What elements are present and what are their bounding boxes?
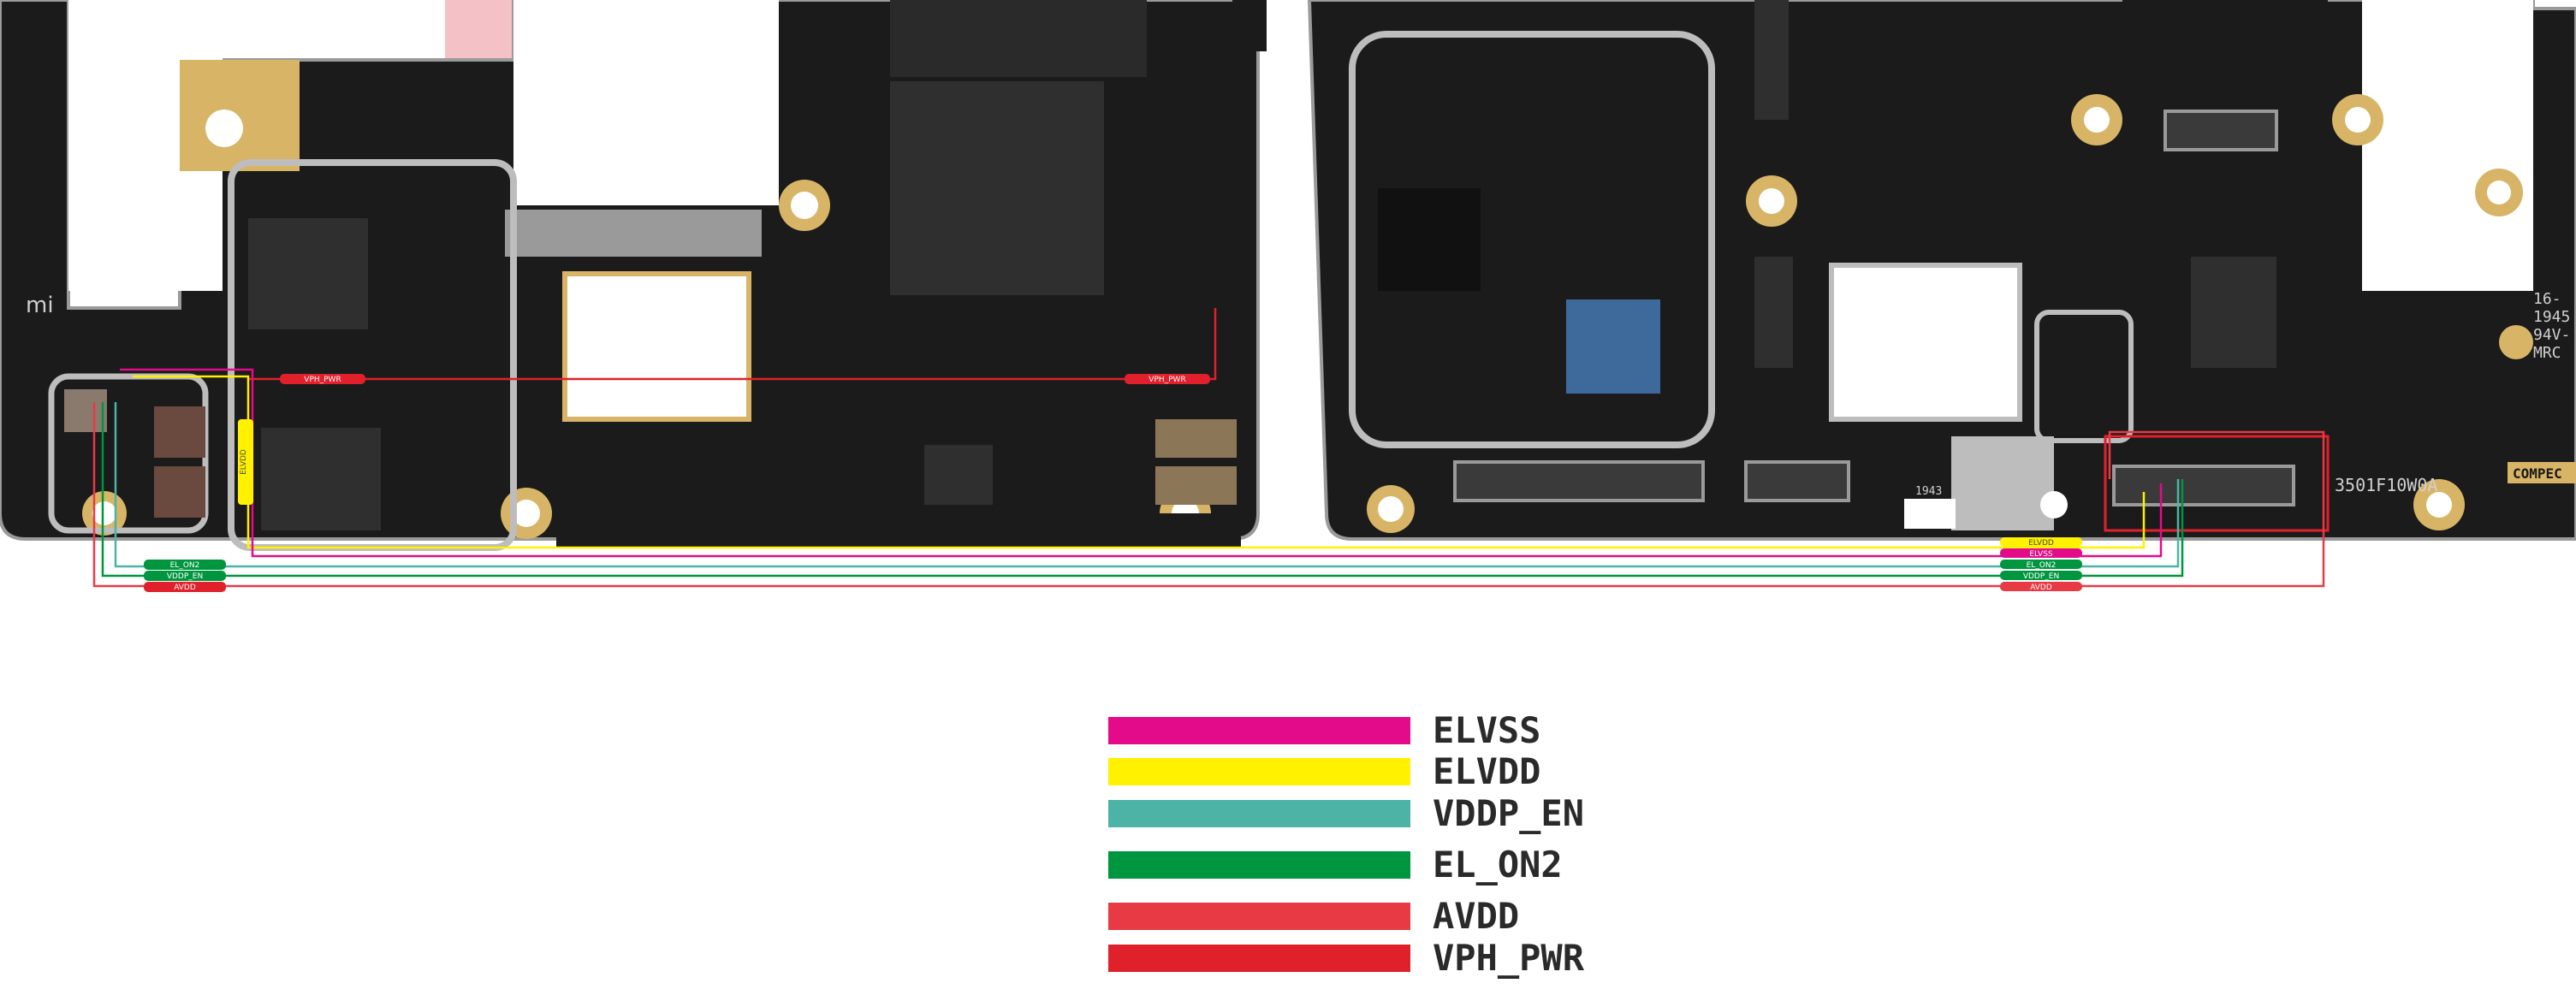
legend-item-avdd: AVDD xyxy=(1108,898,1519,934)
legend-swatch-elvss xyxy=(1108,717,1410,744)
side-code-3: 94V- xyxy=(2533,326,2570,344)
pcb-board-right: 3501F10W0A COMPEC 16- 1945 94V- MRC 1943 xyxy=(1307,0,2576,541)
tag-avdd-right: AVDD xyxy=(2030,583,2052,592)
trace-el-on2 xyxy=(101,402,2184,578)
tag-vph-pwr-mid: VPH_PWR xyxy=(1149,376,1185,384)
legend-label-avdd: AVDD xyxy=(1433,895,1520,937)
signal-traces xyxy=(92,308,2325,588)
legend-item-elvdd: ELVDD xyxy=(1108,754,1540,790)
legend-swatch-vph-pwr xyxy=(1108,945,1410,972)
tag-elvss-right: ELVSS xyxy=(2029,550,2053,559)
part-number: 3501F10W0A xyxy=(2335,475,2437,495)
tag-avdd-left: AVDD xyxy=(174,583,196,592)
legend-item-vph-pwr: VPH_PWR xyxy=(1108,940,1584,976)
mi-mark: mi xyxy=(26,293,54,318)
legend-item-el-on2: EL_ON2 xyxy=(1108,844,1563,886)
legend-label-vph-pwr: VPH_PWR xyxy=(1433,937,1585,979)
side-code-1: 16- xyxy=(2533,290,2561,308)
side-code-4: MRC xyxy=(2533,344,2561,362)
trace-vddp-en xyxy=(114,402,2180,568)
side-code-2: 1945 xyxy=(2533,308,2570,326)
legend-swatch-el-on2 xyxy=(1108,851,1410,879)
tag-vddp-en-left: VDDP_EN xyxy=(167,572,203,581)
legend-swatch-elvdd xyxy=(1108,758,1410,785)
legend-label-elvss: ELVSS xyxy=(1433,709,1541,751)
legend-item-elvss: ELVSS xyxy=(1108,713,1540,749)
trace-elvdd xyxy=(133,375,2146,549)
legend-label-vddp-en: VDDP_EN xyxy=(1433,792,1585,834)
tag-vph-pwr-left: VPH_PWR xyxy=(304,376,341,384)
pcb-board-left: mi xyxy=(0,0,1267,551)
tag-elvdd-right: ELVDD xyxy=(2028,539,2054,548)
trace-vph-pwr xyxy=(248,308,1217,381)
trace-elvss xyxy=(120,368,2163,558)
trace-avdd xyxy=(92,402,2325,588)
tag-vddp-en-right: VDDP_EN xyxy=(2023,572,2059,581)
legend-swatch-avdd xyxy=(1108,903,1410,930)
pad-label: 1943 xyxy=(1915,485,1942,498)
legend-label-el-on2: EL_ON2 xyxy=(1433,844,1563,886)
board-tags: VPH_PWR VPH_PWR ELVDD EL_ON2 VDDP_EN AVD… xyxy=(144,374,2082,592)
legend-swatch-vddp-en xyxy=(1108,800,1410,827)
tag-el-on2-left: EL_ON2 xyxy=(170,561,200,570)
legend-label-elvdd: ELVDD xyxy=(1433,750,1541,792)
tag-el-on2-right: EL_ON2 xyxy=(2027,561,2057,570)
legend-item-vddp-en: VDDP_EN xyxy=(1108,796,1584,832)
tag-elvdd-vertical: ELVDD xyxy=(240,449,248,475)
corner-text: COMPEC xyxy=(2513,465,2562,482)
